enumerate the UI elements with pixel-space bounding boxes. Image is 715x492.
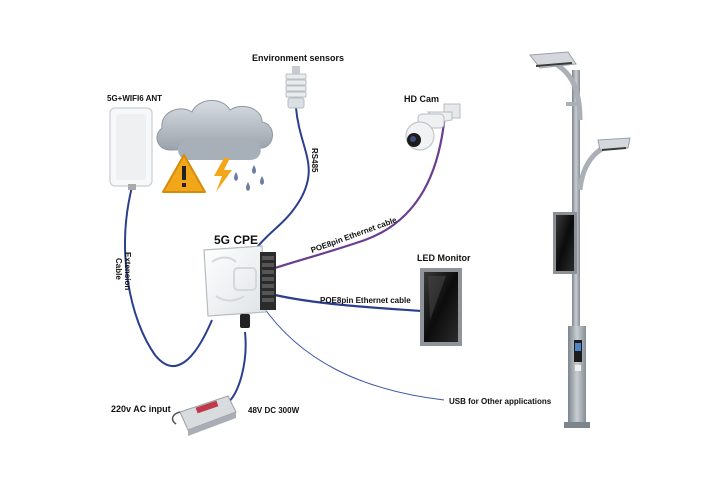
warning-icon [162, 154, 206, 193]
hd-camera-device [405, 103, 461, 151]
poe-cam-cable [274, 112, 447, 270]
poe-cam-label: POE8pin Ethernet cable [310, 215, 399, 255]
poe-led-label: POE8pin Ethernet cable [320, 296, 411, 305]
cpe-device [203, 245, 276, 328]
rs485-cable [254, 107, 310, 251]
led-monitor-label: LED Monitor [417, 253, 471, 263]
usb-cable [261, 304, 445, 401]
usb-label: USB for Other applications [449, 397, 552, 406]
hd-cam-label: HD Cam [404, 94, 439, 104]
cable-label: Cable [114, 258, 123, 280]
power-cable [224, 331, 247, 406]
led-monitor-device [420, 268, 462, 346]
cpe-title: 5G CPE [214, 233, 258, 247]
extension-cable [124, 182, 213, 367]
rs485-label: RS485 [310, 148, 319, 173]
power-supply-device [171, 395, 237, 436]
street-pole [529, 51, 631, 428]
environment-sensor-device [285, 66, 307, 109]
extension-label: Extension [123, 252, 132, 290]
weather-icon [156, 100, 273, 192]
environment-sensors-label: Environment sensors [252, 53, 344, 63]
poe-led-cable [274, 293, 423, 313]
dc-label: 48V DC 300W [248, 406, 300, 415]
antenna-device [109, 107, 153, 190]
antenna-label: 5G+WIFI6 ANT [107, 94, 162, 103]
ac-input-label: 220v AC input [111, 404, 171, 414]
